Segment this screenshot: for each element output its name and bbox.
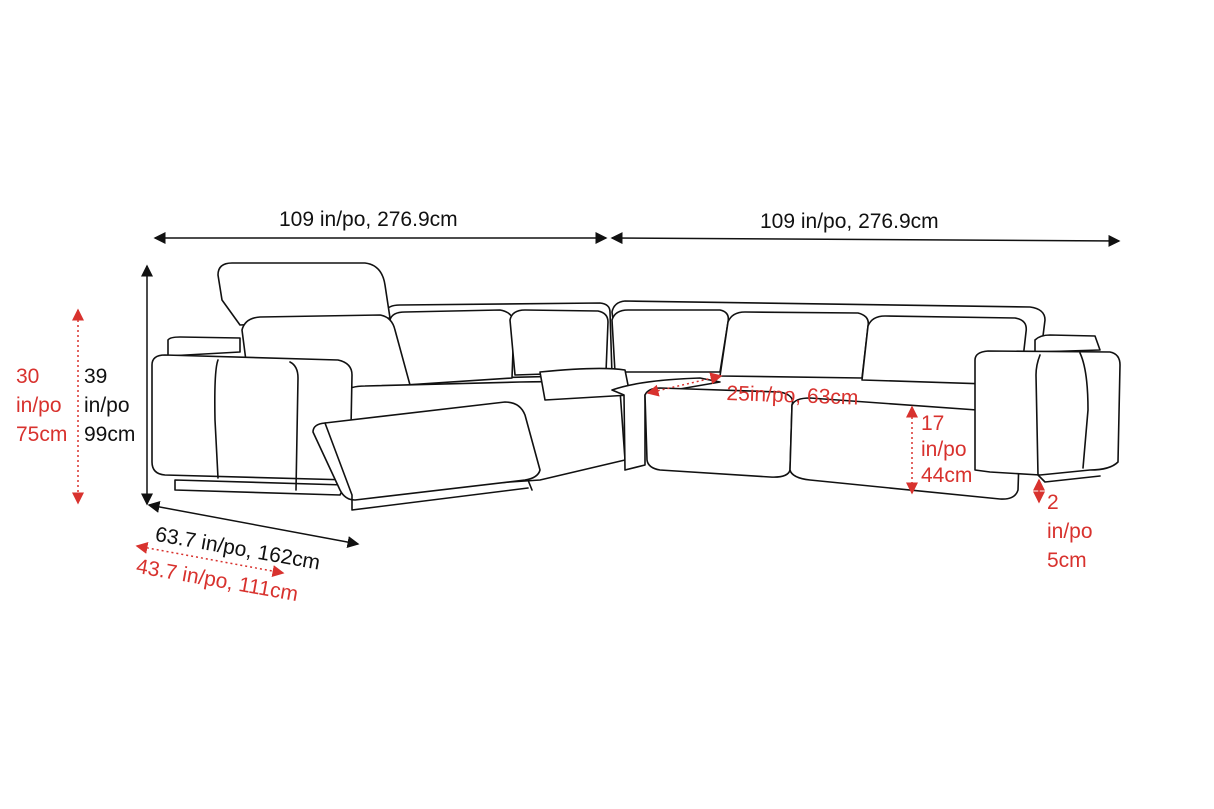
sofa-outline xyxy=(151,262,1121,511)
seat-height-cm: 44cm xyxy=(921,464,973,487)
seat-depth-label: 25in/po, 63cm xyxy=(726,381,859,410)
total-height-unit: in/po xyxy=(84,394,130,417)
leg-height-unit: in/po xyxy=(1047,520,1093,543)
width-right-dimension-line xyxy=(610,232,1121,247)
arm-height-value: 30 xyxy=(16,365,40,388)
seat-height-value: 17 xyxy=(921,412,945,435)
seat-height-unit: in/po xyxy=(921,438,967,461)
width-left-label: 109 in/po, 276.9cm xyxy=(279,208,458,231)
width-right-label: 109 in/po, 276.9cm xyxy=(760,210,939,233)
arm-height-cm: 75cm xyxy=(16,423,68,446)
leg-height-value: 2 xyxy=(1047,491,1059,514)
arm-height-label: 30 in/po 75cm xyxy=(16,362,67,449)
total-height-label: 39 in/po 99cm xyxy=(84,362,135,449)
total-height-value: 39 xyxy=(84,365,108,388)
arm-height-unit: in/po xyxy=(16,394,62,417)
leg-height-cm: 5cm xyxy=(1047,549,1087,572)
leg-height-label: 2 in/po 5cm xyxy=(1047,488,1093,575)
depth-dimension-line xyxy=(147,501,360,548)
seat-height-label: 17 in/po 44cm xyxy=(921,411,972,489)
total-height-cm: 99cm xyxy=(84,423,136,446)
